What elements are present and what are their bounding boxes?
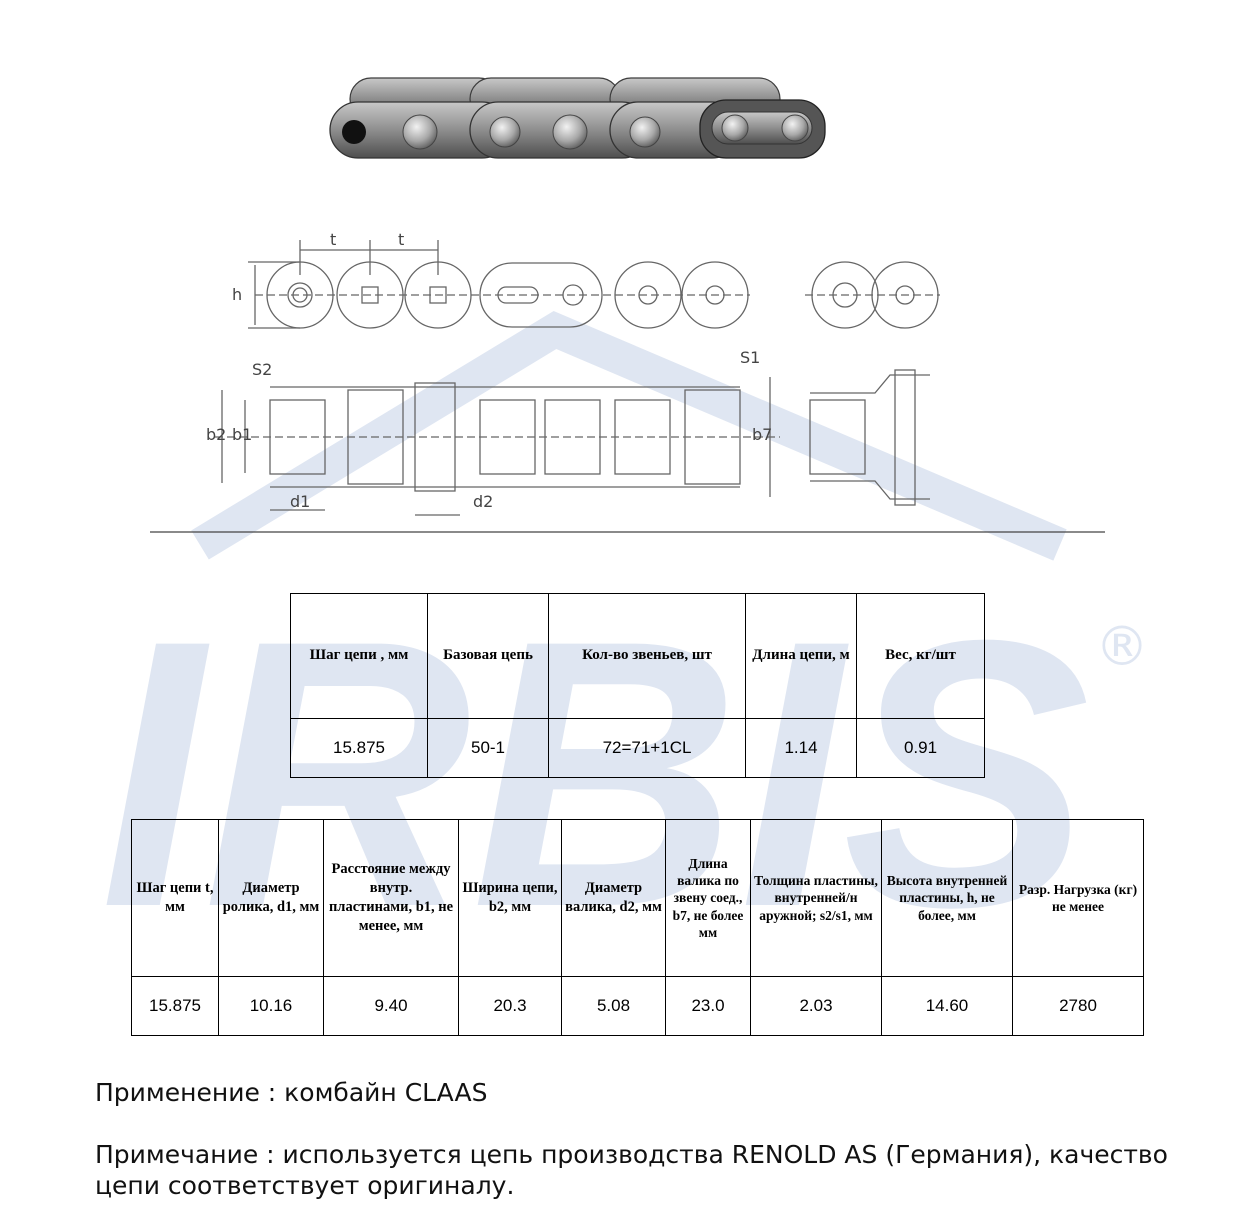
table1-cell-weight: 0.91 <box>856 718 985 778</box>
table2-header-pin-length: Длина валика по звену соед., b7, не боле… <box>665 819 751 977</box>
table-header-row: Шаг цепи t, мм Диаметр ролика, d1, мм Ра… <box>131 819 1144 977</box>
table1-cell-links: 72=71+1CL <box>548 718 746 778</box>
label-t1: t <box>330 230 336 249</box>
remark-note: Примечание : используется цепь производс… <box>95 1140 1168 1200</box>
table2-header-roller-diameter: Диаметр ролика, d1, мм <box>218 819 324 977</box>
table2-cell-inner-width: 9.40 <box>323 976 459 1036</box>
table2-header-pitch: Шаг цепи t, мм <box>131 819 219 977</box>
table1-cell-length: 1.14 <box>745 718 857 778</box>
table1-header-base-chain: Базовая цепь <box>427 593 549 719</box>
chain-drawings: t t h S2 S1 b2 b1 b7 d1 d2 <box>150 230 1105 533</box>
label-s1: S1 <box>740 348 760 367</box>
table1-cell-pitch: 15.875 <box>290 718 428 778</box>
table2-cell-plate-height: 14.60 <box>881 976 1013 1036</box>
label-b1: b1 <box>232 425 252 444</box>
label-d2: d2 <box>473 492 493 511</box>
table1-header-weight: Вес, кг/шт <box>856 593 985 719</box>
table2-header-plate-height: Высота внутренней пластины, h, не более,… <box>881 819 1013 977</box>
table2-cell-pitch: 15.875 <box>131 976 219 1036</box>
table2-header-inner-width: Расстояние между внутр. пластинами, b1, … <box>323 819 459 977</box>
table2-cell-pin-diameter: 5.08 <box>561 976 666 1036</box>
label-s2: S2 <box>252 360 272 379</box>
table2-header-plate-thickness: Толщина пластины, внутренней/н аружной; … <box>750 819 882 977</box>
table2-header-breaking-load: Разр. Нагрузка (кг) не менее <box>1012 819 1144 977</box>
table1-header-pitch: Шаг цепи , мм <box>290 593 428 719</box>
chain-photo <box>329 77 826 159</box>
table2-cell-roller-diameter: 10.16 <box>218 976 324 1036</box>
table-row: 15.875 10.16 9.40 20.3 5.08 23.0 2.03 14… <box>131 976 1144 1036</box>
table2-cell-breaking-load: 2780 <box>1012 976 1144 1036</box>
label-b2: b2 <box>206 425 226 444</box>
chain-spec-table: Шаг цепи t, мм Диаметр ролика, d1, мм Ра… <box>131 819 1144 1036</box>
table1-cell-base-chain: 50-1 <box>427 718 549 778</box>
table2-cell-pin-length: 23.0 <box>665 976 751 1036</box>
table1-header-length: Длина цепи, м <box>745 593 857 719</box>
table2-header-chain-width: Ширина цепи, b2, мм <box>458 819 562 977</box>
label-h: h <box>232 285 242 304</box>
label-b7: b7 <box>752 425 772 444</box>
table2-cell-plate-thickness: 2.03 <box>750 976 882 1036</box>
table1-header-links: Кол-во звеньев, шт <box>548 593 746 719</box>
table-header-row: Шаг цепи , мм Базовая цепь Кол-во звенье… <box>290 593 985 719</box>
label-t2: t <box>398 230 404 249</box>
table2-cell-chain-width: 20.3 <box>458 976 562 1036</box>
table-row: 15.875 50-1 72=71+1CL 1.14 0.91 <box>290 718 985 778</box>
label-d1: d1 <box>290 492 310 511</box>
chain-summary-table: Шаг цепи , мм Базовая цепь Кол-во звенье… <box>290 593 985 778</box>
application-note: Применение : комбайн CLAAS <box>95 1078 488 1107</box>
table2-header-pin-diameter: Диаметр валика, d2, мм <box>561 819 666 977</box>
watermark-registered: ® <box>1095 615 1149 678</box>
